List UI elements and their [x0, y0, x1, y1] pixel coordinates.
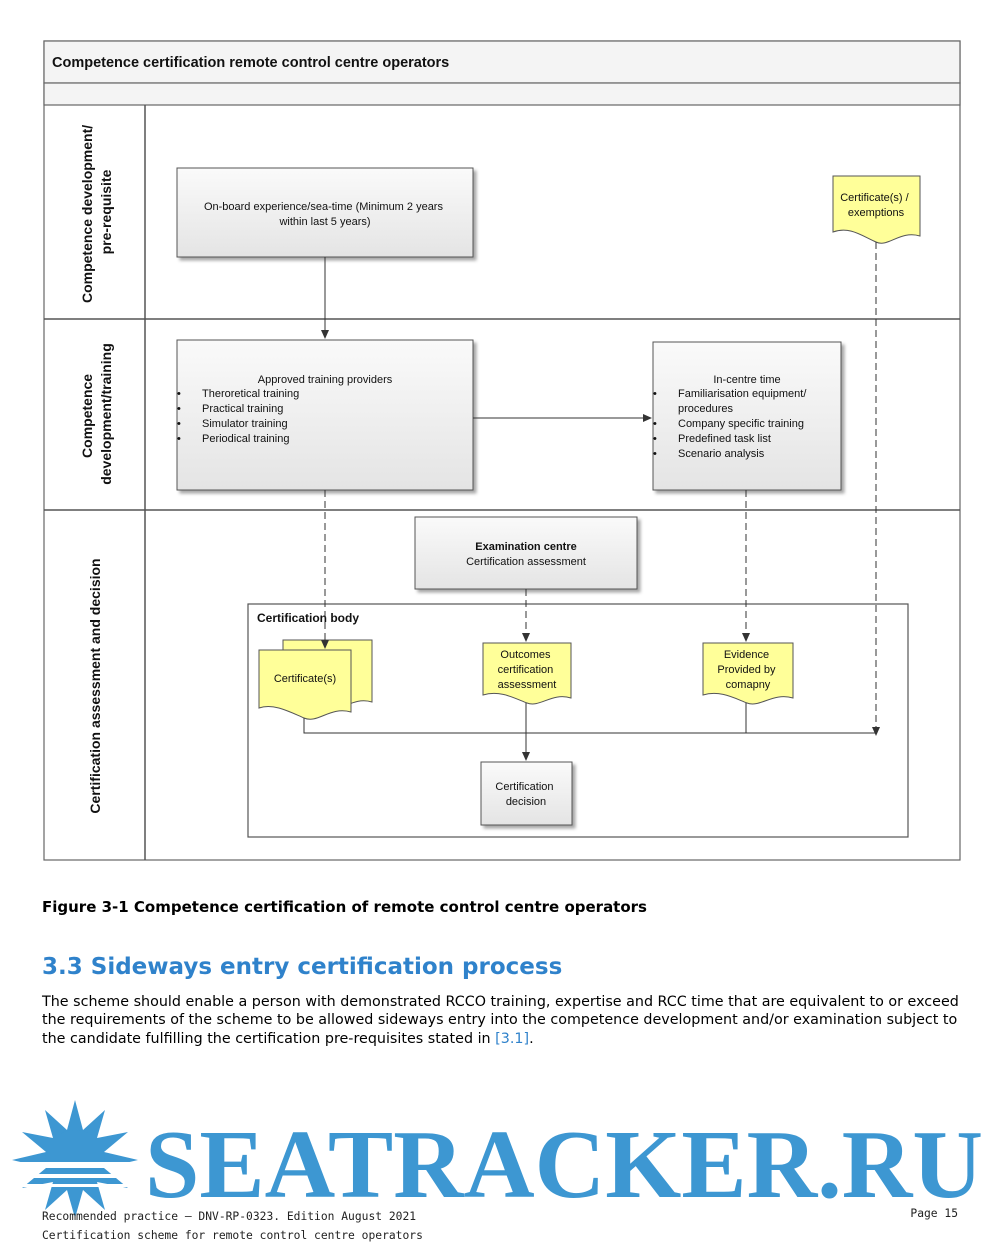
outcomes-document: [482, 642, 572, 705]
certification-decision-box: [480, 761, 573, 826]
svg-text:•: •: [653, 388, 657, 400]
svg-text:Competence development/t: Competence development/training: [79, 343, 114, 485]
svg-text:Certificate(s): Certificate(s): [274, 673, 336, 685]
onboard-experience-text: On-board experience/sea-time (Minimum 2 …: [204, 201, 446, 228]
certificates-document: Certificate(s): [258, 639, 373, 720]
in-centre-list: • Familiarisation equipment/ procedures •…: [653, 388, 807, 460]
examination-centre-box: [414, 516, 638, 590]
list-item: Theroretical training: [202, 388, 299, 400]
svg-text:•: •: [177, 403, 181, 415]
examination-centre-subtitle: Certification assessment: [466, 556, 586, 568]
svg-text:Certification assessment and d: Certification assessment and decision: [87, 558, 103, 813]
watermark-text: SEATRACKER.RU: [145, 1111, 983, 1219]
evidence-document: [702, 642, 794, 705]
lane-label-assessment: Certification assessment and decision: [87, 558, 103, 813]
list-item: Company specific training: [678, 418, 804, 430]
training-providers-title: Approved training providers: [258, 374, 393, 386]
footer-document-info: Recommended practice — DNV-RP-0323. Edit…: [42, 1207, 423, 1245]
competence-certification-diagram: Competence certification remote control …: [43, 40, 961, 861]
svg-text:•: •: [653, 418, 657, 430]
footer-page-number: Page 15: [910, 1207, 958, 1220]
svg-text:•: •: [653, 433, 657, 445]
svg-text:•: •: [653, 448, 657, 460]
svg-text:•: •: [177, 418, 181, 430]
section-number: 3.3: [42, 954, 83, 980]
training-providers-list: • Theroretical training • Practical traini…: [177, 388, 299, 445]
list-item: procedures: [678, 403, 734, 415]
list-item: Scenario analysis: [678, 448, 765, 460]
list-item: Practical training: [202, 403, 283, 415]
section-body-end: .: [529, 1030, 534, 1047]
list-item: Familiarisation equipment/: [678, 388, 807, 400]
lane-label-prerequisite: Competence development/ pre-requisite: [79, 121, 114, 303]
in-centre-title: In-centre time: [713, 374, 780, 386]
connectors: [303, 242, 880, 761]
evidence-text: Evidence Provided by comapny: [717, 649, 778, 691]
examination-centre-title: Examination centre: [475, 541, 576, 553]
sun-over-sea-icon: [0, 1100, 150, 1218]
section-title: Sideways entry certification process: [90, 954, 563, 980]
onboard-experience-box: [176, 167, 474, 258]
figure-caption: Figure 3-1 Competence certification of r…: [42, 898, 647, 916]
diagram-title: Competence certification remote control …: [52, 55, 449, 71]
certification-body-container: [247, 603, 909, 838]
list-item: Simulator training: [202, 418, 288, 430]
section-heading: 3.3 Sideways entry certification process: [42, 954, 562, 980]
svg-text:•: •: [177, 388, 181, 400]
certification-decision-text: Certification decision: [495, 781, 556, 808]
reference-link-3-1[interactable]: [3.1]: [495, 1030, 530, 1047]
section-body-text: The scheme should enable a person with d…: [42, 994, 959, 1047]
footer-line-2: Certification scheme for remote control …: [42, 1229, 423, 1242]
diagram-title-bar: [43, 40, 961, 84]
svg-text:Competence development/: Competence development/ pre-requisite: [79, 121, 114, 303]
list-item: Periodical training: [202, 433, 289, 445]
footer-line-1: Recommended practice — DNV-RP-0323. Edit…: [42, 1210, 417, 1223]
in-centre-time-box: [652, 341, 842, 491]
diagram-subheader-bar: [43, 82, 961, 106]
list-item: Predefined task list: [678, 433, 771, 445]
outcomes-text: Outcomes certification assessment: [498, 649, 557, 691]
training-providers-box: [176, 339, 474, 491]
certification-body-label: Certification body: [257, 611, 359, 625]
lane-label-training: Competence development/training: [79, 343, 114, 485]
certificate-exemptions-text: Certificate(s) / exemptions: [840, 192, 912, 219]
svg-text:•: •: [177, 433, 181, 445]
section-body: The scheme should enable a person with d…: [42, 993, 962, 1048]
watermark: SEATRACKER.RU: [0, 1100, 983, 1219]
